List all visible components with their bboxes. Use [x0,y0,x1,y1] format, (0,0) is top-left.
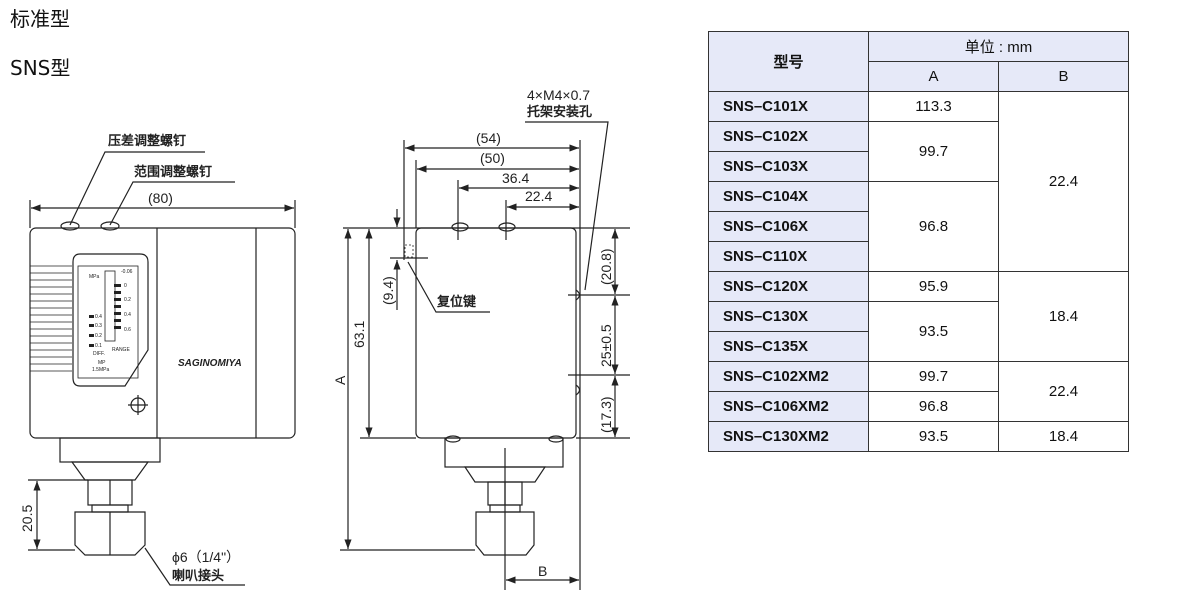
label-range-screw: 范围调整螺钉 [134,164,212,180]
dim-fitting: 20.5 [19,505,35,532]
section-heading: 标准型 [10,7,70,31]
b-cell: 22.4 [998,91,1129,272]
label-thread: 4×M4×0.7 [527,87,590,103]
dim-A: A [332,375,348,385]
dim-20-8: (20.8) [598,248,614,285]
table-row: SNS–C110X [708,241,1129,272]
dim-54: (54) [476,130,501,146]
scale-range-label: RANGE [112,347,130,353]
model-cell: SNS–C135X [708,331,869,362]
model-cell: SNS–C130XM2 [708,421,869,452]
scale-diff-2: 0.2 [95,333,102,339]
label-bracket: 托架安装孔 [527,104,592,120]
dim-22-4: 22.4 [525,188,552,204]
scale-range-2: 0.2 [124,297,131,303]
model-cell: SNS–C101X [708,91,869,122]
scale-diff-0: 0.4 [95,314,102,320]
logo: SAGINOMIYA [178,358,242,369]
a-cell: 96.8 [868,181,999,272]
dim-25: 25±0.5 [598,324,614,367]
table-row: SNS–C106X [708,211,1129,242]
scale-mp-value: 1.5MPa [92,367,109,373]
dim-B: B [538,563,547,579]
scale-diff-label: DIFF. [93,351,105,357]
b-cell: 18.4 [998,421,1129,452]
label-fitting-size: ϕ6（1/4"） [172,549,240,565]
scale-range-4: 0.6 [124,327,131,333]
section-subheading: SNS型 [10,56,71,80]
header-a: A [868,61,999,92]
dim-50: (50) [480,150,505,166]
dim-width: (80) [148,190,173,206]
header-unit: 单位 : mm [868,31,1129,62]
scale-range-0: -0.06 [121,269,133,275]
dimension-drawings: 压差调整螺钉 范围调整螺钉 (80) MPa -0.06 0 0.2 0.4 0… [19,87,630,590]
a-cell: 96.8 [868,391,999,422]
screw-icon [128,395,148,415]
model-cell: SNS–C102X [708,121,869,152]
header-model: 型号 [708,31,869,92]
table-row: SNS–C135X [708,331,1129,362]
a-cell: 99.7 [868,361,999,392]
a-cell: 93.5 [868,421,999,452]
side-view-drawing: 4×M4×0.7 托架安装孔 (54) (50) 36.4 22.4 A 63.… [332,87,630,590]
label-reset-key: 复位键 [436,294,476,310]
model-cell: SNS–C120X [708,271,869,302]
a-cell: 95.9 [868,271,999,302]
scale-range-1: 0 [124,283,127,289]
b-cell: 22.4 [998,361,1129,422]
scale-range-3: 0.4 [124,312,131,318]
dim-63-1: 63.1 [351,321,367,348]
model-cell: SNS–C110X [708,241,869,272]
dim-9-4: (9.4) [380,276,396,305]
scale-unit: MPa [89,274,100,280]
front-view-drawing: 压差调整螺钉 范围调整螺钉 (80) MPa -0.06 0 0.2 0.4 0… [19,133,296,586]
scale-diff-3: 0.1 [95,343,102,349]
scale-mp: MP [98,360,106,366]
a-cell: 113.3 [868,91,999,122]
model-cell: SNS–C106X [708,211,869,242]
dim-17-3: (17.3) [598,396,614,433]
a-cell: 93.5 [868,301,999,362]
model-cell: SNS–C102XM2 [708,361,869,392]
label-fitting: 喇叭接头 [172,568,224,584]
a-cell: 99.7 [868,121,999,182]
model-cell: SNS–C103X [708,151,869,182]
dim-36-4: 36.4 [502,170,529,186]
scale-diff-1: 0.3 [95,323,102,329]
b-cell: 18.4 [998,271,1129,362]
model-cell: SNS–C130X [708,301,869,332]
model-cell: SNS–C104X [708,181,869,212]
header-b: B [998,61,1129,92]
label-diff-screw: 压差调整螺钉 [108,133,186,149]
model-cell: SNS–C106XM2 [708,391,869,422]
